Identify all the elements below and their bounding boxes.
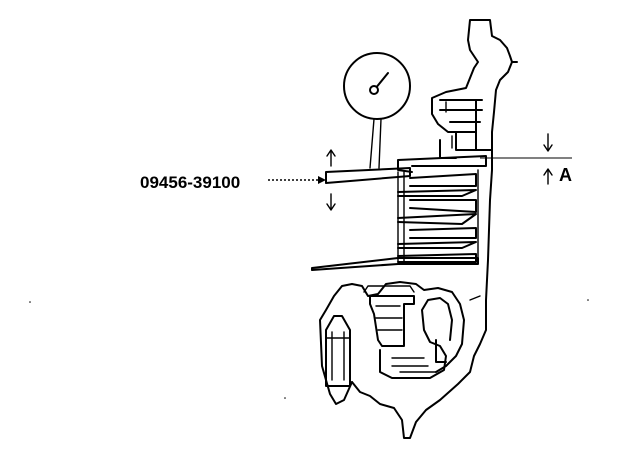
arrow-down-icon bbox=[543, 133, 553, 152]
special-tool: 09456-39100 bbox=[140, 167, 411, 192]
arrow-up-icon bbox=[326, 149, 336, 167]
dial-stem bbox=[369, 118, 382, 169]
tool-leader-arrow bbox=[318, 176, 326, 184]
movement-arrows bbox=[326, 149, 336, 211]
hub-slot bbox=[445, 101, 477, 149]
dimension-label: A bbox=[559, 165, 572, 185]
clutch-pack bbox=[397, 169, 479, 263]
housing-cross-section bbox=[311, 19, 518, 439]
upper-housing bbox=[431, 19, 518, 133]
arrow-up-icon bbox=[543, 168, 553, 185]
dial-indicator bbox=[343, 52, 411, 169]
hub-flange bbox=[439, 99, 493, 159]
return-spring-bolt bbox=[325, 315, 351, 387]
dimension-a: A bbox=[480, 133, 572, 185]
lower-drum-plate bbox=[311, 257, 479, 271]
piston-assembly bbox=[369, 295, 415, 347]
scan-specks bbox=[29, 299, 589, 399]
housing-right-wall bbox=[351, 61, 513, 439]
arrow-down-icon bbox=[326, 193, 336, 211]
tool-part-number: 09456-39100 bbox=[140, 173, 240, 192]
tool-bar bbox=[325, 167, 411, 184]
clutch-top-plate bbox=[397, 155, 487, 173]
lower-body bbox=[319, 281, 465, 405]
